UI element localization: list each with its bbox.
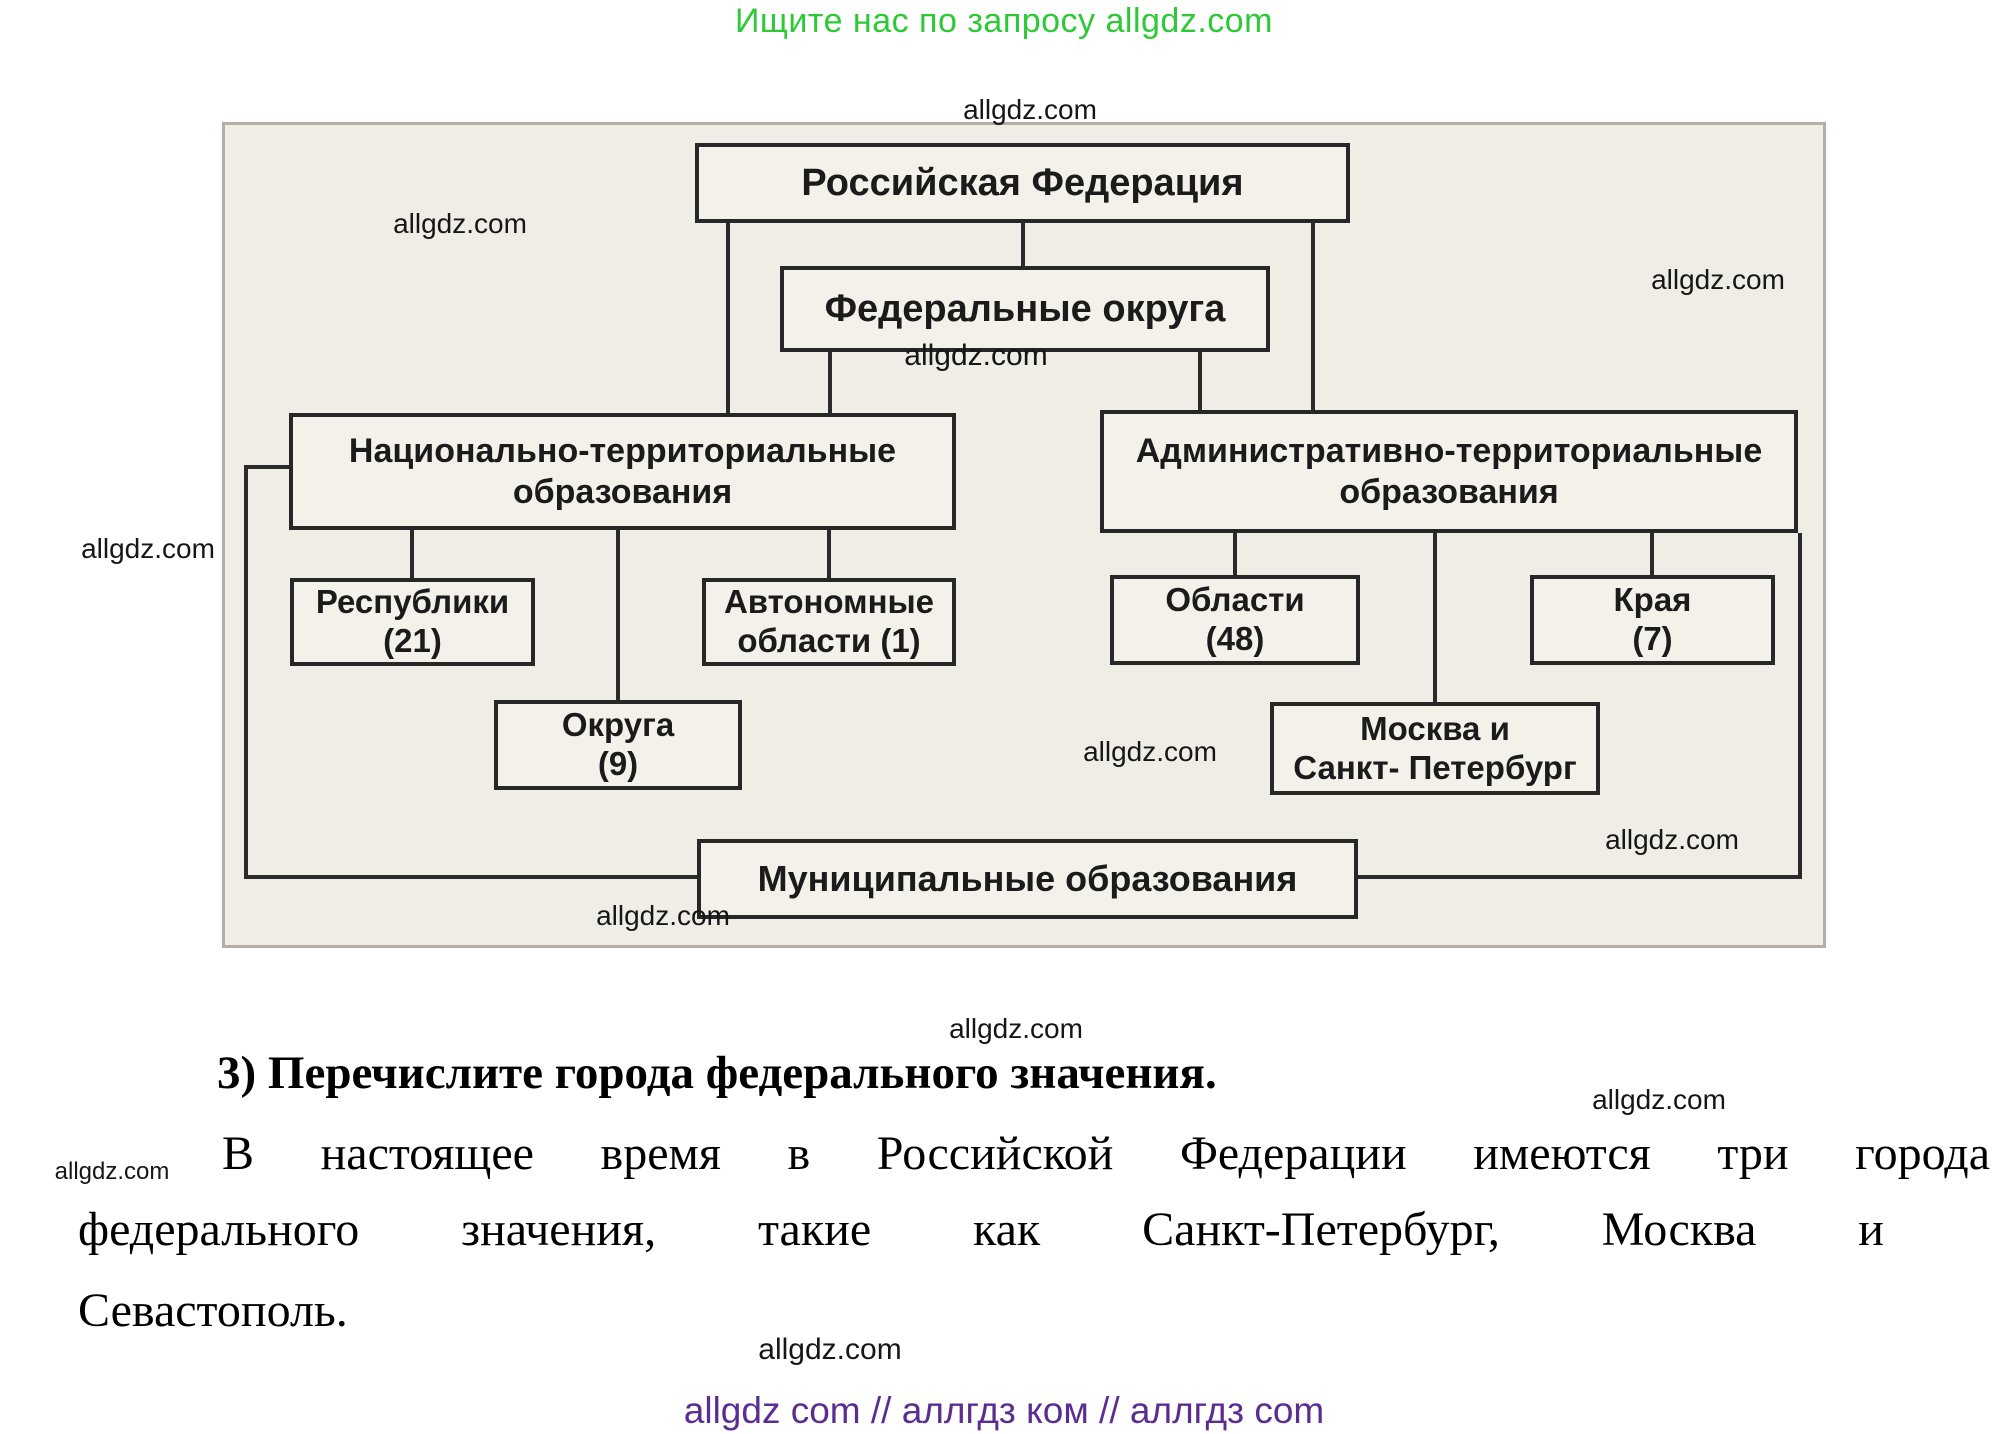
question-heading: 3) Перечислите города федерального значе… [217,1047,1217,1099]
connector-line [244,875,699,879]
connector-line [827,530,831,578]
connector-line [1433,533,1437,702]
connector-line [244,465,292,469]
node-label: (7) [1632,620,1673,657]
answer-line-3: Севастополь. [78,1284,348,1337]
connector-line [828,352,832,413]
node-label: Автономные [723,583,935,621]
node-label: Москва и [1360,709,1510,747]
node-label: области (1) [737,622,921,659]
node-krais: Края (7) [1530,575,1775,665]
watermark: allgdz.com [963,94,1097,125]
node-okrugs: Округа (9) [494,700,742,790]
node-label: Административно-территориальные [1135,432,1763,471]
node-russian-federation: Российская Федерация [695,143,1350,223]
node-national-territorial: Национально-территориальные образования [289,413,956,530]
answer-line-2: федерального значения, такие как Санкт-П… [78,1203,1884,1256]
node-label: Области [1165,581,1305,619]
node-administrative-territorial: Административно-территориальные образова… [1100,410,1798,533]
node-label: образования [512,472,733,511]
connector-line [1356,875,1802,879]
watermark: allgdz.com [1083,736,1217,767]
watermark: allgdz.com [1605,824,1739,855]
answer-line-1: В настоящее время в Российской Федерации… [222,1127,1990,1180]
watermark: allgdz.com [949,1013,1083,1044]
node-autonomous-oblasts: Автономные области (1) [702,578,956,666]
connector-line [726,222,730,413]
connector-line [1021,222,1025,266]
node-oblasts: Области (48) [1110,575,1360,665]
site-footer: allgdz com // аллгдз ком // аллгдз com [683,1390,1325,1431]
node-federal-districts: Федеральные округа [780,266,1270,352]
watermark: allgdz.com [81,533,215,564]
node-label: Федеральные округа [824,287,1226,330]
connector-line [244,465,248,879]
connector-line [1198,352,1202,410]
node-label: Республики [315,583,510,621]
node-label: Края [1613,581,1692,619]
watermark: allgdz.com [54,1158,170,1185]
watermark: allgdz.com [1651,264,1785,295]
node-label: Округа [561,706,675,744]
connector-line [410,530,414,578]
watermark: allgdz.com [596,900,730,931]
connector-line [1650,533,1654,575]
node-label: Российская Федерация [801,161,1244,204]
node-label: Муниципальные образования [757,857,1298,899]
node-label: Национально-территориальные [348,432,897,471]
connector-line [1798,533,1802,879]
node-label: (21) [383,622,442,659]
node-label: (48) [1205,620,1265,657]
promo-banner: Ищите нас по запросу allgdz.com [734,2,1274,40]
node-label: образования [1339,472,1559,511]
connector-line [1311,222,1315,410]
watermark: allgdz.com [758,1333,902,1366]
node-moscow-spb: Москва и Санкт- Петербург [1270,702,1600,795]
connector-line [616,530,620,700]
node-label: Санкт- Петербург [1293,748,1577,786]
node-label: (9) [597,745,639,782]
connector-line [1233,533,1237,575]
node-municipal: Муниципальные образования [697,839,1358,919]
node-republics: Республики (21) [290,578,535,666]
watermark: allgdz.com [904,339,1048,372]
watermark: allgdz.com [1592,1084,1726,1115]
watermark: allgdz.com [393,208,527,239]
